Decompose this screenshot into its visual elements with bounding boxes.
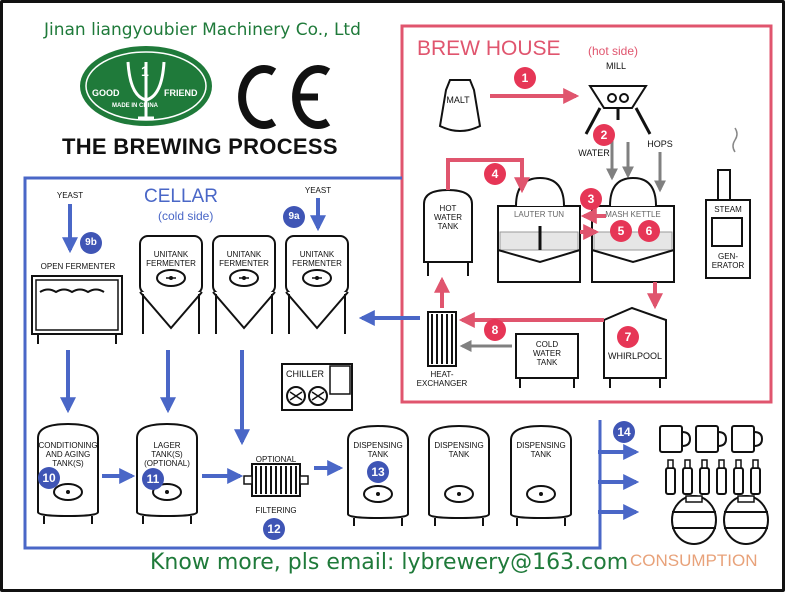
lager-label: LAGER TANK(S) (OPTIONAL) — [144, 441, 190, 469]
optional-label: OPTIONAL — [255, 455, 297, 464]
ce-mark — [238, 65, 331, 129]
chiller-label: CHILLER — [285, 369, 324, 379]
logo-numeral: 1 — [141, 63, 149, 79]
filter — [243, 463, 309, 497]
beer-kegs — [671, 495, 769, 545]
mill-label: MILL — [605, 61, 626, 71]
malt-bag — [438, 79, 482, 132]
cellar-border — [23, 176, 602, 550]
step-badge-5: 5 — [610, 220, 632, 242]
mash-kettle-label: MASH KETTLE — [605, 210, 661, 219]
lauter-tun-label: LAUTER TUN — [513, 210, 565, 219]
cold-water-tank-label: COLD WATER TANK — [533, 340, 561, 368]
conditioning-label: CONDITIONING AND AGING TANK(S) — [38, 441, 98, 469]
brew-house-border — [400, 24, 773, 404]
dispensing-2-label: DISPENSING TANK — [434, 441, 484, 460]
unitank-3-label: UNITANK FERMENTER — [292, 250, 342, 269]
heat-exchanger — [427, 311, 457, 367]
step-badge-14: 14 — [613, 421, 635, 443]
whirlpool-label: WHIRLPOOL — [607, 351, 662, 361]
logo-text-top: GOOD — [92, 88, 120, 98]
step-badge-6: 6 — [638, 220, 660, 242]
step-badge-9b: 9b — [80, 232, 102, 254]
whirlpool — [603, 306, 667, 388]
logo-text-right: FRIEND — [164, 88, 198, 98]
step-badge-8: 8 — [484, 319, 506, 341]
step-badge-10: 10 — [38, 467, 60, 489]
cold-water-tank — [515, 333, 579, 388]
brew-house-subtitle: (hot side) — [588, 44, 639, 58]
filtering-label: FILTERING — [255, 506, 297, 515]
good-friend-logo — [80, 46, 212, 126]
hops-label: HOPS — [647, 139, 673, 149]
cellar-title: CELLAR — [144, 186, 218, 207]
footer-contact: Know more, pls email: lybrewery@163.com — [150, 550, 629, 575]
yeast-right-label: YEAST — [304, 186, 332, 195]
heat-exchanger-label: HEAT-EXCHANGER — [416, 370, 468, 389]
dispensing-1-label: DISPENSING TANK — [353, 441, 403, 460]
company-name: Jinan liangyoubier Machinery Co., Ltd — [44, 20, 361, 40]
step-badge-1: 1 — [514, 67, 536, 89]
step-badge-4: 4 — [484, 163, 506, 185]
chiller — [281, 363, 353, 411]
yeast-left-label: YEAST — [56, 191, 84, 200]
hot-water-tank-label: HOT WATER TANK — [434, 204, 462, 232]
mill — [584, 85, 652, 135]
step-badge-13: 13 — [367, 461, 389, 483]
step-badge-9a: 9a — [283, 206, 305, 228]
beer-mugs — [659, 425, 764, 453]
generator-label: GEN-ERATOR — [711, 252, 745, 271]
open-fermenter — [31, 275, 123, 344]
beer-bottles — [665, 459, 761, 495]
mash-kettle — [591, 176, 675, 283]
logo-text-bottom: MADE IN CHINA — [112, 103, 158, 109]
step-badge-2: 2 — [593, 124, 615, 146]
step-badge-7: 7 — [617, 326, 639, 348]
unitank-1-label: UNITANK FERMENTER — [146, 250, 196, 269]
lauter-tun — [497, 176, 581, 283]
step-badge-11: 11 — [142, 468, 164, 490]
steam-generator — [705, 127, 751, 279]
unitank-2-label: UNITANK FERMENTER — [219, 250, 269, 269]
open-fermenter-label: OPEN FERMENTER — [40, 262, 116, 271]
dispensing-3-label: DISPENSING TANK — [516, 441, 566, 460]
step-badge-3: 3 — [580, 188, 602, 210]
page-title: THE BREWING PROCESS — [62, 134, 338, 159]
water-label: WATER — [578, 148, 610, 158]
hot-water-to-lauter-arrow — [446, 158, 530, 194]
malt-label: MALT — [446, 95, 470, 105]
brew-house-title: BREW HOUSE — [417, 37, 561, 60]
cellar-subtitle: (cold side) — [158, 209, 214, 223]
step-badge-12: 12 — [263, 518, 285, 540]
consumption-label: CONSUMPTION — [630, 551, 758, 570]
hot-water-tank — [423, 188, 473, 276]
steam-label: STEAM — [714, 205, 742, 214]
